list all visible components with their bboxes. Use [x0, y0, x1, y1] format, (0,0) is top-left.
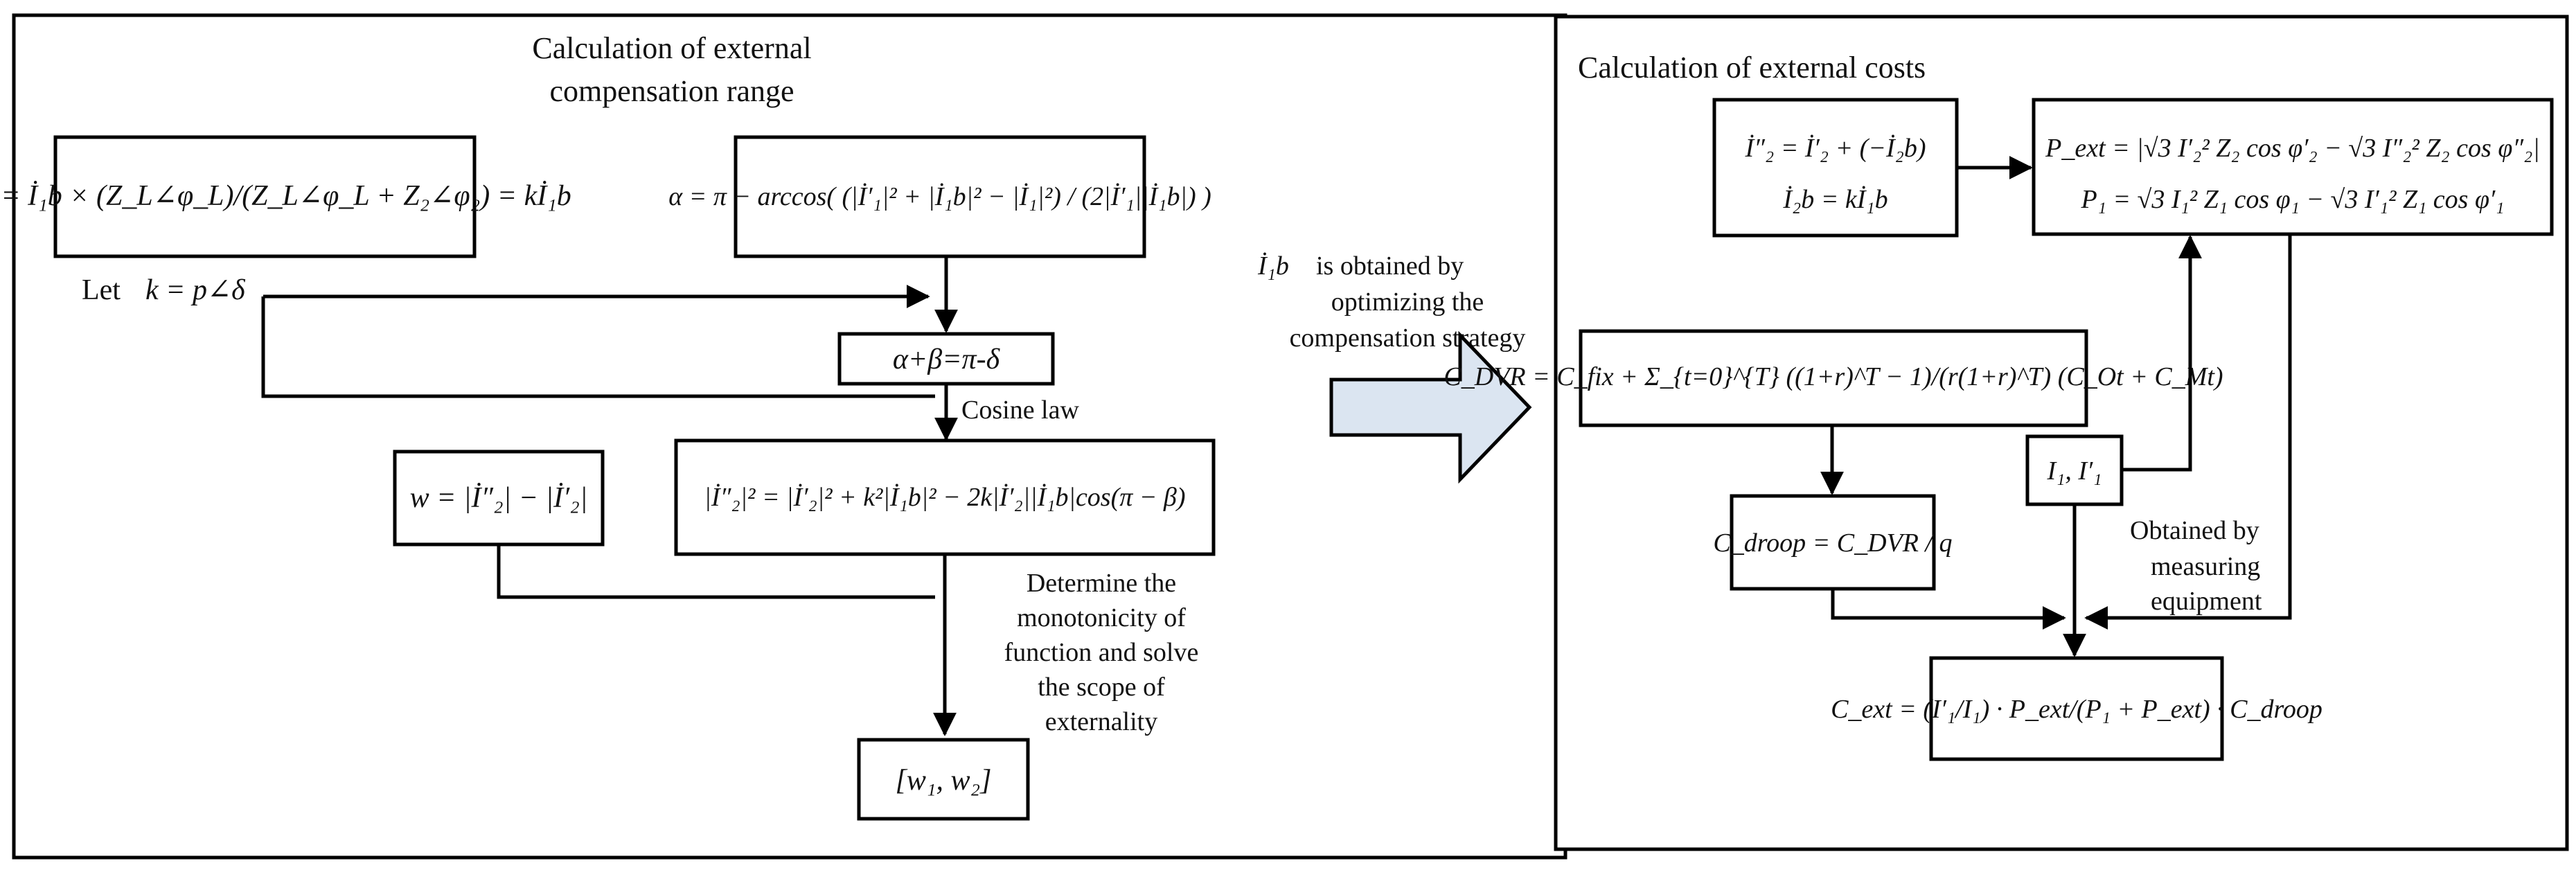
block-arrow [1329, 330, 1532, 484]
cosine-formula: |İ″₂|² = |İ′₂|² + k²|İ₁b|² − 2k|İ′₂||İ₁b… [704, 483, 1185, 512]
cdroop-formula-box [1730, 494, 1936, 591]
p1-formula: P₁ = √3 I₁² Z₁ cos φ₁ − √3 I′₁² Z₁ cos φ… [2080, 185, 2504, 214]
result-box [857, 738, 1030, 821]
left-panel-title-line2: compensation range [549, 74, 794, 108]
connector-w-to-main [497, 544, 935, 599]
w-formula: w = |İ″₂| − |İ′₂| [410, 482, 588, 514]
obtained-line-3: equipment [2151, 587, 2262, 616]
connector-i1-to-power [2122, 235, 2202, 472]
result-interval: [w₁, w₂] [896, 765, 992, 797]
monotonicity-line-3: function and solve [1004, 638, 1199, 667]
i2-formula-box [1712, 98, 1959, 238]
connector-i2b-loop [261, 296, 935, 398]
middle-note-symbol: İ₁b [1257, 251, 1289, 281]
right-panel-title: Calculation of external costs [1578, 51, 1926, 85]
sum-formula-box [837, 332, 1055, 386]
alpha-formula: α = π − arccos( (|İ′₁|² + |İ₁b|² − |İ₁|²… [668, 182, 1211, 211]
cosine-formula-box [674, 438, 1216, 556]
left-panel-title-line1: Calculation of external [532, 31, 811, 65]
i2-formula: İ″₂ = İ′₂ + (−İ₂b) [1745, 134, 1926, 163]
alpha-formula-box [734, 135, 1146, 258]
middle-note-line-2: optimizing the [1331, 287, 1484, 317]
cosine-law-label: Cosine law [961, 396, 1079, 425]
power-formula-box [2032, 98, 2554, 236]
monotonicity-line-1: Determine the [1027, 569, 1176, 598]
cdvr-formula: C_DVR = C_fix + Σ_{t=0}^{T} ((1+r)^T − 1… [1444, 362, 2223, 391]
i2b-formula-box [53, 135, 477, 258]
connector-cdroop-to-cext [1831, 589, 2066, 630]
i2b-right-formula: İ₂b = kİ₁b [1782, 185, 1887, 214]
middle-note-line-3: compensation strategy [1290, 323, 1526, 353]
obtained-line-1: Obtained by [2130, 516, 2259, 545]
cext-formula: C_ext = (I′₁/I₁) · P_ext/(P₁ + P_ext) · … [1831, 695, 2322, 724]
monotonicity-line-5: externality [1045, 707, 1157, 736]
obtained-line-2: measuring [2151, 552, 2260, 581]
i1-formula-box [2025, 434, 2124, 506]
monotonicity-line-2: monotonicity of [1017, 603, 1186, 632]
w-formula-box [393, 450, 605, 547]
let-formula: k = p∠δ [145, 274, 246, 306]
i1-formula: I₁, I′₁ [2046, 456, 2102, 486]
i2b-formula: İ₂b = İ₁b × (Z_L∠φ_L)/(Z_L∠φ_L + Z₂∠φ₂) … [0, 180, 571, 212]
cdroop-formula: C_droop = C_DVR / q [1713, 529, 1952, 558]
middle-note-line-1: is obtained by [1316, 251, 1464, 281]
cext-formula-box [1929, 656, 2224, 761]
pext-formula: P_ext = |√3 I′₂² Z₂ cos φ′₂ − √3 I″₂² Z₂… [2045, 134, 2540, 163]
let-label: Let [82, 274, 121, 306]
sum-formula: α+β=π-δ [893, 344, 1001, 375]
monotonicity-line-4: the scope of [1038, 673, 1165, 702]
connector-power-to-cext [2084, 234, 2292, 630]
